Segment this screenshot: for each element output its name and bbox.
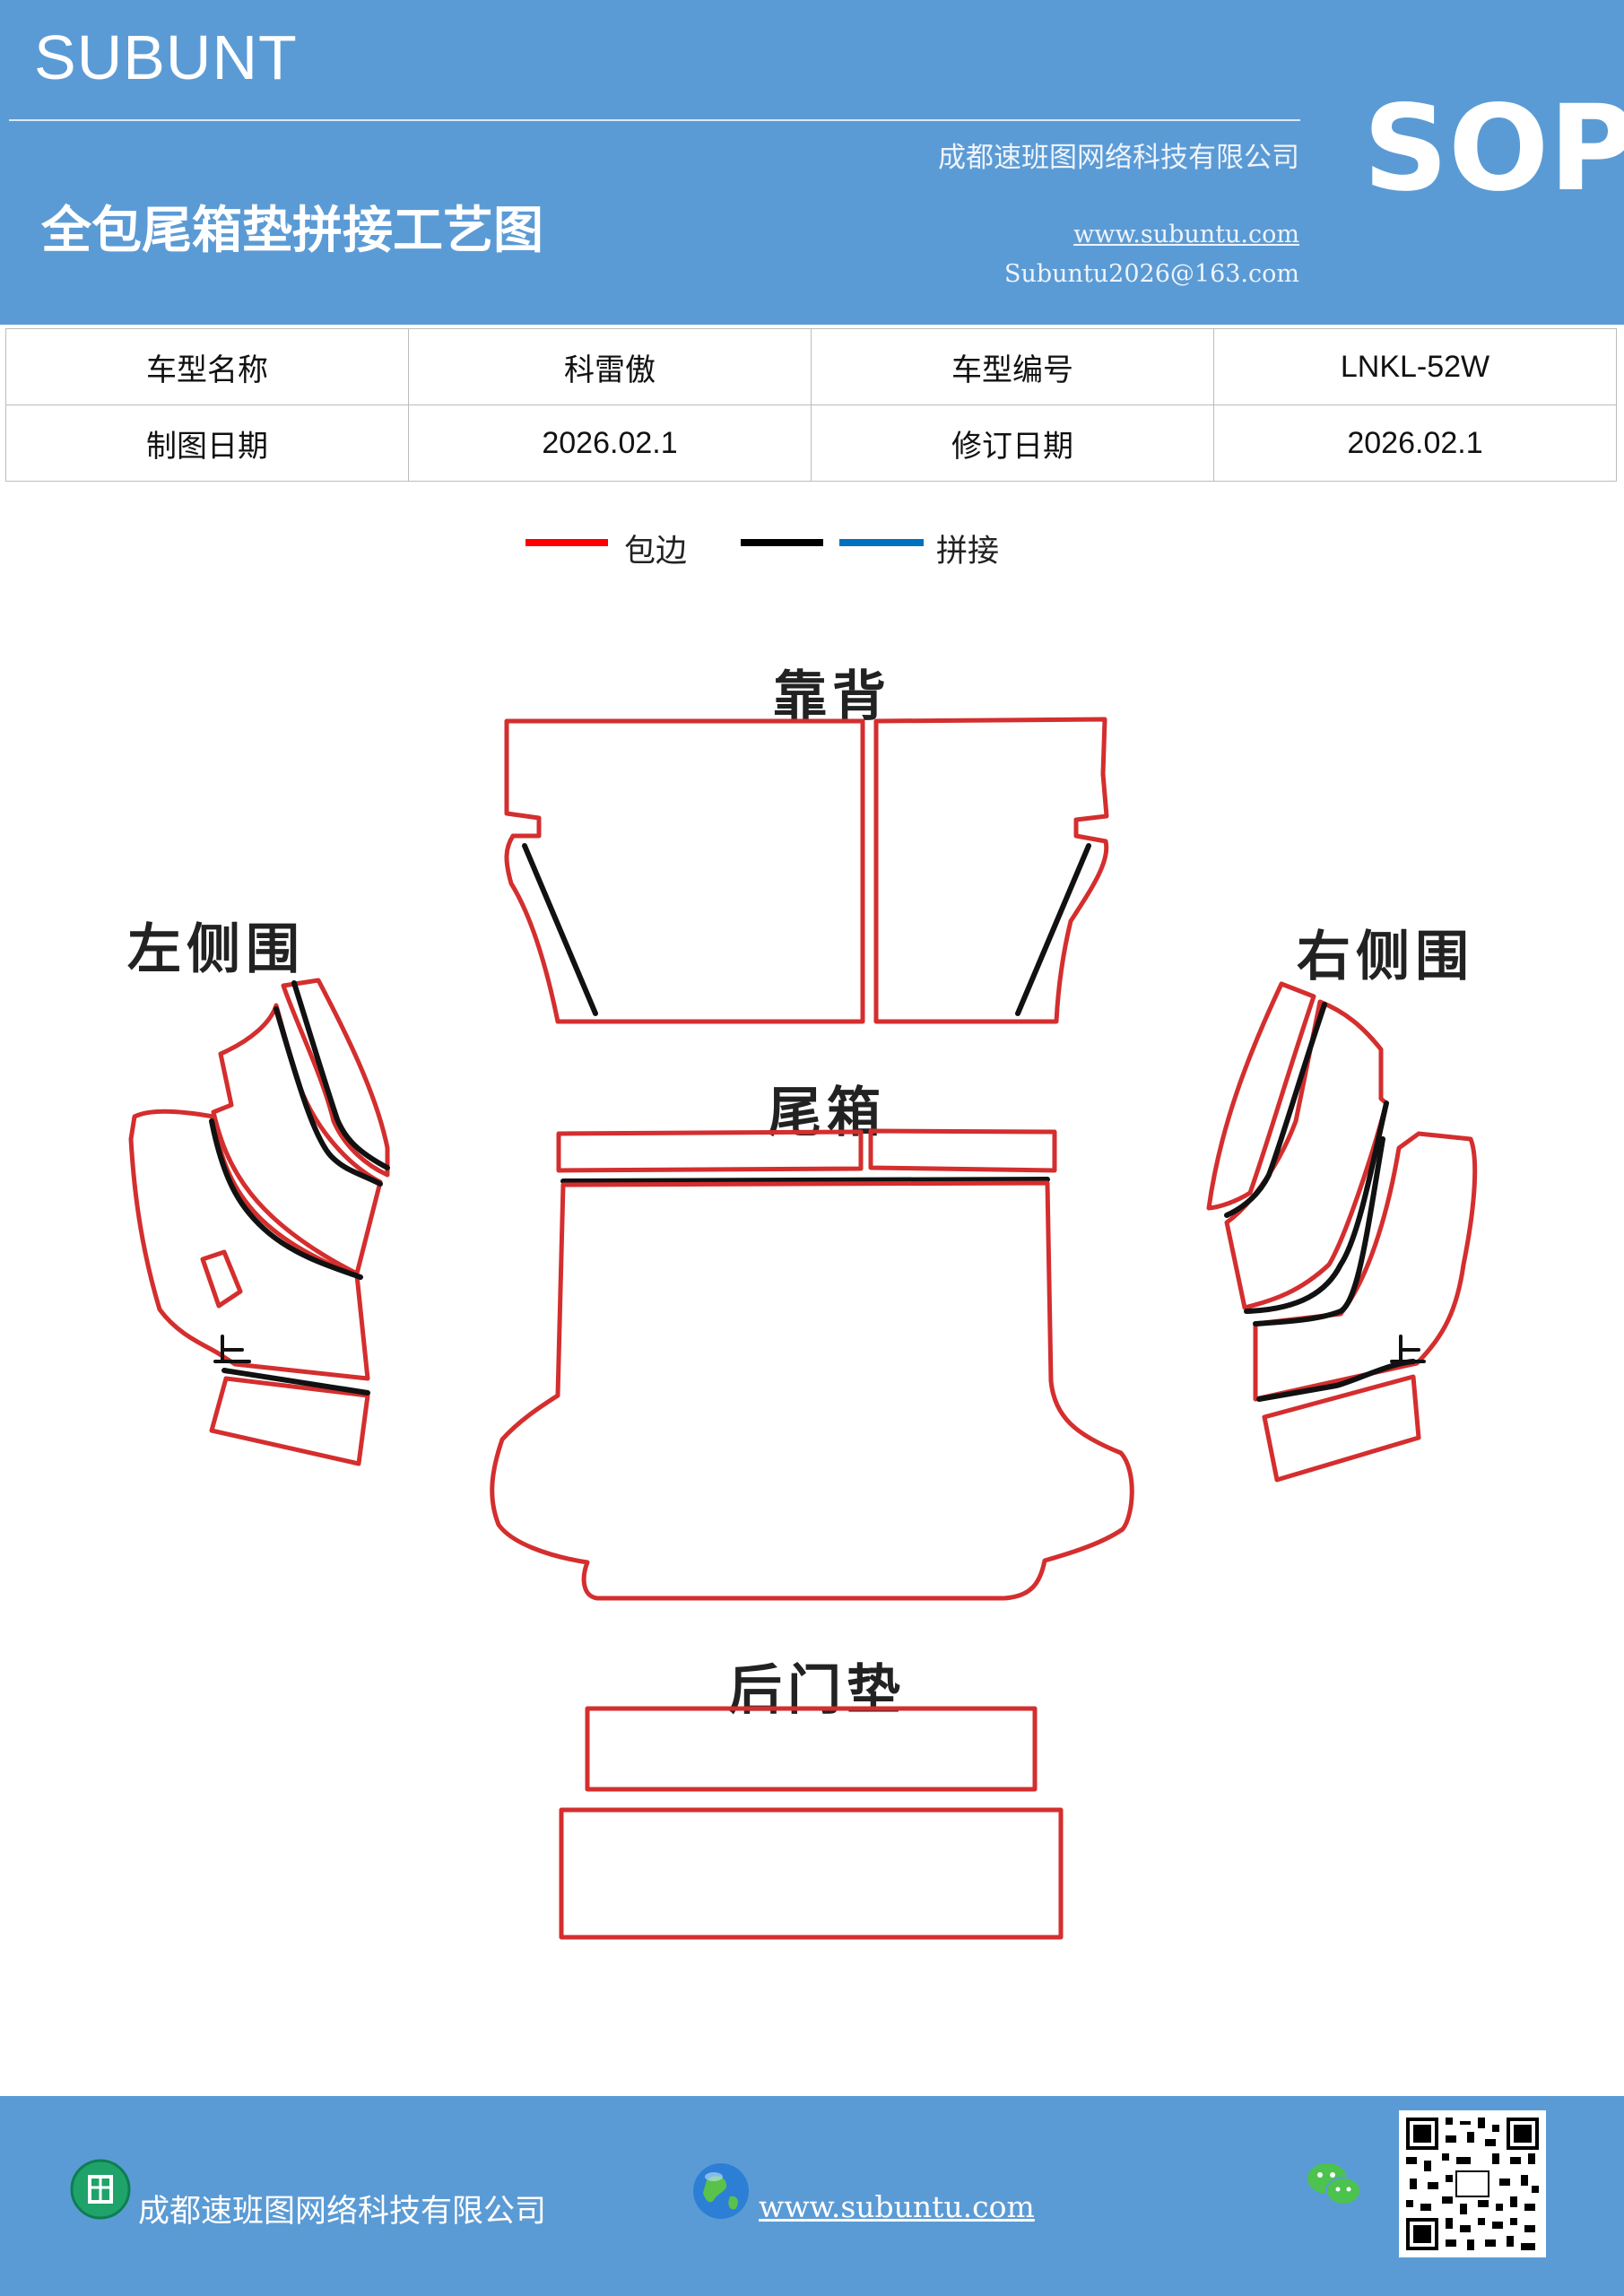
- legend-label-seam: 拼接: [936, 534, 1000, 570]
- right-side-upper-a: [1206, 981, 1316, 1211]
- part-title-left-side: 左侧围: [127, 918, 305, 981]
- mat-diagram: [128, 717, 1478, 1940]
- left-side-upper-a: [281, 978, 390, 1178]
- header-divider: [9, 119, 1300, 121]
- backrest-right-panel: [873, 717, 1109, 1024]
- left-side-seam-3: [221, 1368, 370, 1396]
- website-link[interactable]: www.subuntu.com: [1073, 221, 1299, 248]
- sop-badge: SOP: [1363, 80, 1624, 218]
- backrest-left-panel: [504, 718, 865, 1024]
- label-model-name: 车型名称: [5, 328, 409, 405]
- footer-company: 成都速班图网络科技有限公司: [138, 2194, 547, 2230]
- label-model-code: 车型编号: [811, 328, 1214, 405]
- tailgate-upper-panel: [585, 1706, 1038, 1792]
- backrest-right-seam: [1015, 843, 1091, 1016]
- footer: 成都速班图网络科技有限公司 www.subuntu.com: [0, 2096, 1624, 2296]
- footer-website-link[interactable]: www.subuntu.com: [759, 2189, 1035, 2224]
- legend-red-line: [525, 539, 608, 546]
- left-side-main: [128, 1109, 370, 1381]
- left-side-bottom: [209, 1376, 370, 1466]
- table-row: 车型名称 科雷傲 车型编号 LNKL-52W: [5, 328, 1617, 405]
- building-icon: [70, 2159, 131, 2220]
- brand-name: SUBUNT: [34, 22, 298, 92]
- email-address: Subuntu2026@163.com: [1004, 260, 1299, 288]
- tailgate-lower-panel: [559, 1807, 1064, 1940]
- left-side-notch: [200, 1249, 243, 1309]
- left-side-seam-2: [209, 1118, 363, 1280]
- right-side-main: [1253, 1131, 1478, 1402]
- left-side-seam-1: [274, 1006, 383, 1187]
- wechat-icon: [1307, 2163, 1361, 2205]
- right-side-seam-2: [1244, 1100, 1389, 1314]
- right-side-seam-3: [1253, 1136, 1385, 1326]
- part-title-backrest: 靠背: [773, 665, 891, 728]
- table-row: 制图日期 2026.02.1 修订日期 2026.02.1: [5, 404, 1617, 482]
- left-side-stop-mark: [213, 1335, 251, 1363]
- right-side-seam-1: [1224, 1002, 1327, 1218]
- document-title: 全包尾箱垫拼接工艺图: [41, 201, 543, 260]
- part-title-right-side: 右侧围: [1297, 926, 1474, 988]
- trunk-top-seam: [560, 1177, 1050, 1184]
- backrest-left-seam: [522, 843, 598, 1016]
- info-table: 车型名称 科雷傲 车型编号 LNKL-52W 制图日期 2026.02.1 修订…: [5, 328, 1617, 482]
- right-side-bottom: [1262, 1374, 1421, 1483]
- label-revise-date: 修订日期: [811, 404, 1214, 482]
- trunk-strip-left: [556, 1129, 864, 1173]
- left-side-upper-b: [211, 1003, 383, 1276]
- header: SUBUNT 成都速班图网络科技有限公司 全包尾箱垫拼接工艺图 www.subu…: [0, 0, 1624, 325]
- legend: 包边 拼接: [0, 520, 1624, 574]
- left-side-seam-4: [291, 980, 390, 1170]
- qr-code: [1399, 2110, 1546, 2257]
- trunk-main-panel: [490, 1180, 1134, 1601]
- legend-black-line: [741, 539, 823, 546]
- company-name: 成都速班图网络科技有限公司: [938, 142, 1299, 174]
- trunk-strip-right: [868, 1128, 1057, 1173]
- value-model-name: 科雷傲: [408, 328, 812, 405]
- value-revise-date: 2026.02.1: [1213, 404, 1617, 482]
- globe-icon: [693, 2163, 749, 2219]
- legend-label-edge: 包边: [624, 534, 688, 570]
- value-model-code: LNKL-52W: [1213, 328, 1617, 405]
- label-draw-date: 制图日期: [5, 404, 409, 482]
- legend-blue-line: [839, 539, 924, 546]
- right-side-stop-mark: [1390, 1335, 1426, 1363]
- value-draw-date: 2026.02.1: [408, 404, 812, 482]
- part-title-tailgate: 后门垫: [728, 1659, 906, 1722]
